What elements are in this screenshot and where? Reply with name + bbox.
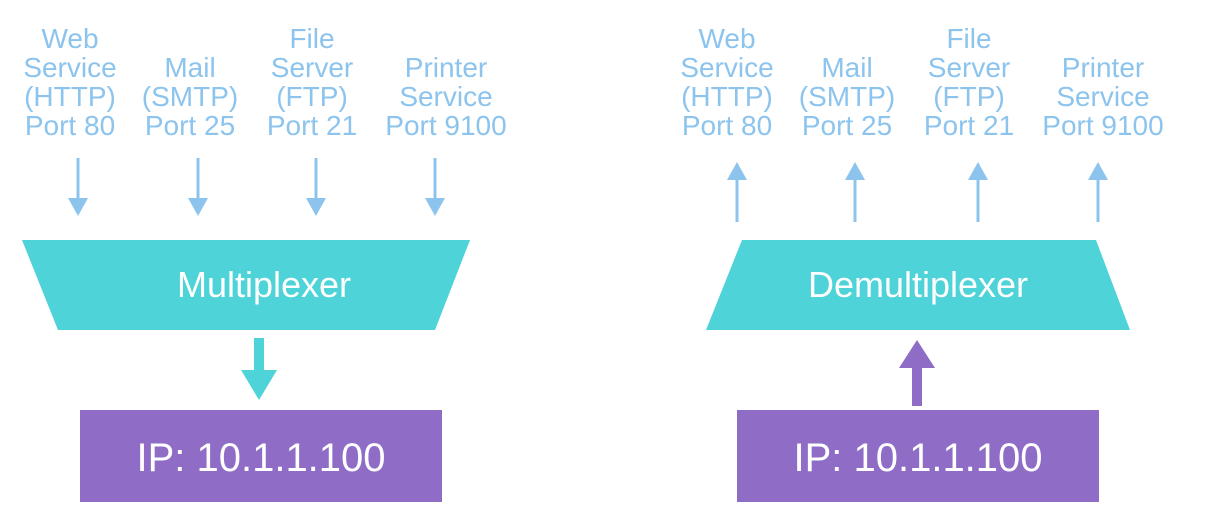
mux-service-printer: Printer Service Port 9100: [385, 52, 506, 141]
demux-service-mail-line3: (SMTP): [799, 81, 895, 112]
mux-service-printer-line4: Port 9100: [385, 110, 506, 141]
mux-service-file-line1: File: [289, 23, 334, 54]
mux-service-mail: Mail (SMTP) Port 25: [142, 52, 238, 141]
mux-input-arrows: [68, 158, 445, 216]
mux-service-file-line3: (FTP): [276, 81, 348, 112]
mux-arrow-file-down-icon: [306, 158, 326, 216]
mux-service-mail-line2: Mail: [164, 52, 215, 83]
demux-service-printer-line2: Printer: [1062, 52, 1144, 83]
demux-service-file-line4: Port 21: [924, 110, 1014, 141]
mux-service-web-line1: Web: [41, 23, 98, 54]
demux-service-mail: Mail (SMTP) Port 25: [799, 52, 895, 141]
demux-service-web-line4: Port 80: [682, 110, 772, 141]
mux-service-web-line3: (HTTP): [24, 81, 116, 112]
demux-input-arrow-up-icon: [899, 340, 935, 406]
mux-ip-block: [80, 410, 442, 502]
multiplexer-group: Web Service (HTTP) Port 80 Mail (SMTP) P…: [22, 23, 507, 502]
multiplexer-label: Multiplexer: [177, 264, 351, 305]
demultiplexer-group: Web Service (HTTP) Port 80 Mail (SMTP) P…: [680, 23, 1164, 502]
mux-arrow-web-down-icon: [68, 158, 88, 216]
demux-service-printer: Printer Service Port 9100: [1042, 52, 1163, 141]
demux-service-web-line1: Web: [698, 23, 755, 54]
mux-service-web-line4: Port 80: [25, 110, 115, 141]
mux-service-mail-line4: Port 25: [145, 110, 235, 141]
demux-service-file-line2: Server: [928, 52, 1010, 83]
demux-service-mail-line2: Mail: [821, 52, 872, 83]
mux-arrow-printer-down-icon: [425, 158, 445, 216]
mux-output-arrow-down-icon: [241, 338, 277, 400]
mux-service-web: Web Service (HTTP) Port 80: [23, 23, 116, 141]
demux-service-file-line3: (FTP): [933, 81, 1005, 112]
mux-arrow-mail-down-icon: [188, 158, 208, 216]
demux-arrow-file-up-icon: [968, 162, 988, 222]
multiplexer-block: [22, 240, 470, 330]
mux-service-file: File Server (FTP) Port 21: [267, 23, 357, 141]
demux-ip-block: [737, 410, 1099, 502]
demux-service-mail-line4: Port 25: [802, 110, 892, 141]
demux-service-file: File Server (FTP) Port 21: [924, 23, 1014, 141]
mux-service-printer-line3: Service: [399, 81, 492, 112]
demux-arrow-printer-up-icon: [1088, 162, 1108, 222]
demux-service-file-line1: File: [946, 23, 991, 54]
demux-arrow-mail-up-icon: [845, 162, 865, 222]
mux-service-file-line4: Port 21: [267, 110, 357, 141]
mux-service-printer-line2: Printer: [405, 52, 487, 83]
mux-service-mail-line3: (SMTP): [142, 81, 238, 112]
demux-output-arrows: [727, 162, 1108, 222]
demux-service-web-line3: (HTTP): [681, 81, 773, 112]
demultiplexer-label: Demultiplexer: [808, 264, 1028, 305]
demux-arrow-web-up-icon: [727, 162, 747, 222]
demux-ip-label: IP: 10.1.1.100: [793, 436, 1042, 480]
demultiplexer-block: [706, 240, 1130, 330]
mux-service-web-line2: Service: [23, 52, 116, 83]
demux-service-printer-line3: Service: [1056, 81, 1149, 112]
demux-service-printer-line4: Port 9100: [1042, 110, 1163, 141]
mux-ip-label: IP: 10.1.1.100: [136, 436, 385, 480]
demux-service-web-line2: Service: [680, 52, 773, 83]
mux-service-file-line2: Server: [271, 52, 353, 83]
demux-service-web: Web Service (HTTP) Port 80: [680, 23, 773, 141]
